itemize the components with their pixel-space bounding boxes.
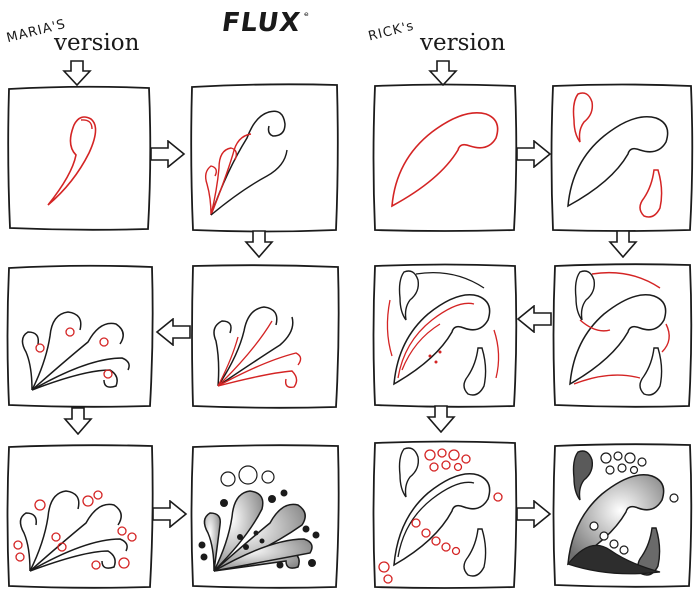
title-swirl: ᵉ (304, 9, 310, 23)
maria-step-5-tile (4, 441, 156, 591)
maria-version-label: version (54, 30, 140, 56)
rick-step-1-tile (370, 80, 520, 235)
rick-version-label: version (420, 30, 506, 56)
maria-arrow-2-icon (244, 230, 274, 258)
rick-step-5-tile (370, 437, 520, 592)
rick-arrow-4-icon (426, 405, 456, 433)
rick-arrow-5-icon (516, 500, 552, 528)
maria-arrow-1-icon (150, 140, 186, 168)
page-title: FLUX (219, 8, 303, 38)
maria-arrow-3-icon (155, 318, 191, 346)
rick-step-2-tile (548, 80, 696, 235)
rick-name-label: RICK's (366, 18, 416, 45)
maria-step-3-tile (188, 261, 343, 411)
maria-arrow-4-icon (63, 407, 93, 435)
maria-step-1-tile (4, 83, 154, 233)
rick-arrow-1-icon (516, 140, 552, 168)
rick-start-arrow-icon (428, 60, 458, 86)
maria-step-6-tile (188, 441, 343, 591)
maria-step-2-tile (187, 80, 342, 235)
rick-step-6-tile (550, 440, 695, 590)
maria-start-arrow-icon (62, 60, 92, 86)
maria-arrow-5-icon (152, 500, 188, 528)
rick-arrow-3-icon (516, 305, 552, 333)
rick-step-4-tile (370, 260, 520, 410)
maria-step-4-tile (4, 262, 156, 410)
rick-arrow-2-icon (608, 230, 638, 258)
rick-step-3-tile (550, 260, 695, 410)
